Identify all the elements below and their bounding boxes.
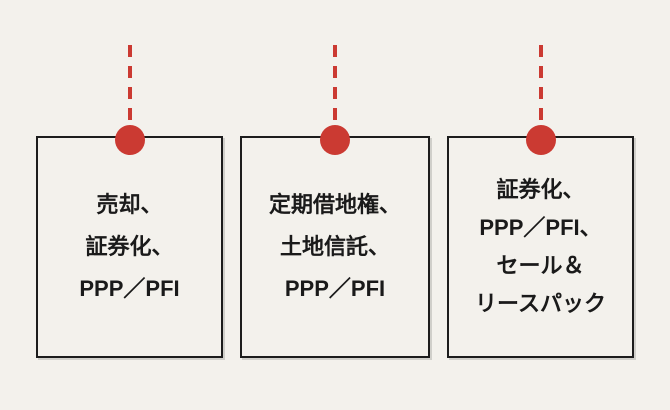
- connector-dashed-line-icon: [538, 45, 543, 123]
- diagram-column: 売却、証券化、 PPP／PFI: [36, 0, 223, 410]
- info-box-line: 証券化、: [496, 177, 585, 202]
- info-box-line: 土地信託、: [279, 234, 390, 259]
- connector-dot-icon: [525, 125, 556, 155]
- connector-dot-icon: [114, 125, 145, 155]
- diagram-column: 定期借地権、土地信託、 PPP／PFI: [240, 0, 430, 410]
- info-box: 証券化、 PPP／PFI、セール＆ リースパック: [447, 136, 634, 358]
- info-box-line: 証券化、: [85, 234, 174, 259]
- info-box-line: リースパック: [475, 291, 606, 316]
- diagram-column: 証券化、 PPP／PFI、セール＆ リースパック: [447, 0, 634, 410]
- info-box-line: 売却、: [96, 192, 163, 217]
- info-box-line: PPP／PFI、: [479, 215, 602, 240]
- info-box-line: 定期借地権、: [268, 192, 401, 217]
- connector-dashed-line-icon: [333, 45, 337, 123]
- info-box: 定期借地権、土地信託、 PPP／PFI: [240, 136, 430, 358]
- connector-dot-icon: [320, 125, 350, 155]
- info-box-line: PPP／PFI: [79, 276, 180, 301]
- info-box: 売却、証券化、 PPP／PFI: [36, 136, 223, 358]
- info-box-line: セール＆: [496, 253, 585, 278]
- connector-dashed-line-icon: [127, 45, 132, 123]
- info-box-line: PPP／PFI: [284, 276, 386, 301]
